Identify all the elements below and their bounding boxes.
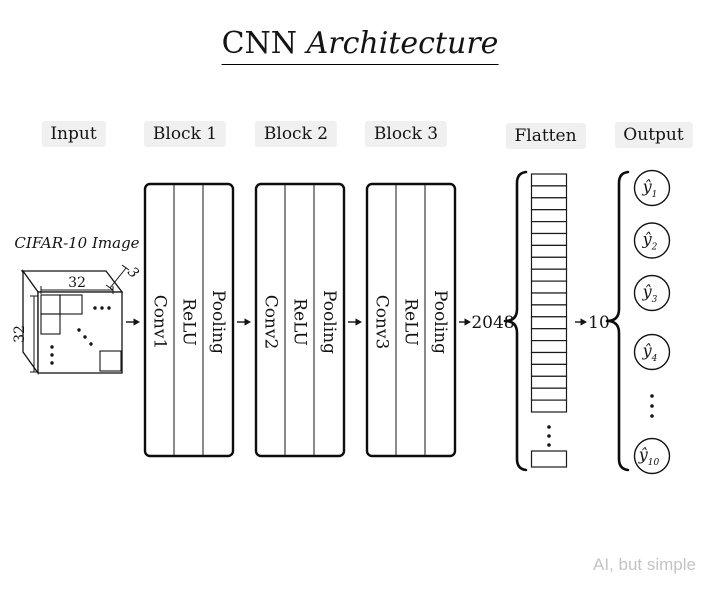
block2-pooling-label: Pooling <box>319 290 339 354</box>
title-word-architecture: Architecture <box>306 26 499 61</box>
output-node <box>633 333 671 371</box>
page-title: CNN Architecture <box>221 26 499 65</box>
flatten-cell <box>530 268 568 282</box>
block-2: Conv2 ReLU Pooling <box>254 182 346 458</box>
cube-depth-dim <box>105 264 130 291</box>
block2-relu-label: ReLU <box>290 298 310 346</box>
output-node <box>633 437 671 475</box>
flatten-cell <box>530 399 568 413</box>
flatten-cell <box>530 351 568 365</box>
input-cube: 32 32 3 <box>12 264 142 376</box>
flatten-ellipsis-icon <box>547 425 551 447</box>
flatten-cell <box>530 387 568 401</box>
block-1: Conv1 ReLU Pooling <box>143 182 235 458</box>
output-node <box>633 169 671 207</box>
cube-width-label: 32 <box>68 275 86 291</box>
block-3: Conv3 ReLU Pooling <box>365 182 457 458</box>
block3-pooling-label: Pooling <box>430 290 450 354</box>
flatten-cell <box>530 304 568 318</box>
output-unit-label: ŷ1 <box>642 177 658 200</box>
header-block-1: Block 1 <box>143 121 227 147</box>
block1-pooling-label: Pooling <box>208 290 228 354</box>
cube-height-label: 32 <box>12 325 28 343</box>
flatten-brace <box>503 170 528 472</box>
flatten-cell <box>530 280 568 294</box>
header-block-3: Block 3 <box>364 121 448 147</box>
title-word-cnn: CNN <box>221 26 298 61</box>
arrow-block3-to-flatten <box>459 318 471 326</box>
flatten-cell <box>530 256 568 270</box>
cube-front-face <box>37 291 123 374</box>
flatten-cell <box>530 340 568 354</box>
cube-height-dim <box>30 295 38 373</box>
output-ellipsis-icon <box>650 394 654 418</box>
output-unit-label: ŷ4 <box>642 341 658 364</box>
flatten-cell <box>530 232 568 246</box>
flatten-cell <box>530 197 568 211</box>
arrow-flatten-to-output <box>575 318 587 326</box>
cube-sketch-dots <box>50 306 111 365</box>
flatten-cell <box>530 363 568 377</box>
block2-conv-label: Conv2 <box>261 295 281 350</box>
flatten-cell <box>530 292 568 306</box>
arrow-block2-to-block3 <box>348 318 362 326</box>
block3-conv-label: Conv3 <box>372 295 392 350</box>
arrow-block1-to-block2 <box>237 318 251 326</box>
flatten-cell <box>530 244 568 258</box>
output-size-label: 10 <box>588 313 610 333</box>
flatten-cell <box>530 185 568 199</box>
header-block-2: Block 2 <box>254 121 338 147</box>
block1-relu-label: ReLU <box>179 298 199 346</box>
header-input: Input <box>41 121 106 147</box>
output-node <box>633 222 671 259</box>
output-units: ŷ1 ŷ2 ŷ3 ŷ4 ŷ10 <box>633 169 671 475</box>
flatten-cells <box>530 173 568 413</box>
header-output: Output <box>614 122 693 148</box>
flatten-cell <box>530 328 568 342</box>
cube-sketch-squares <box>40 294 122 372</box>
arrow-input-to-block1 <box>126 318 140 326</box>
flatten-cell <box>530 209 568 223</box>
flatten-cell <box>530 221 568 235</box>
flow-arrows <box>126 318 587 326</box>
output-unit-label: ŷ10 <box>638 445 660 468</box>
flatten-cell <box>530 173 568 187</box>
cifar-caption: CIFAR-10 Image <box>14 234 140 252</box>
header-flatten: Flatten <box>505 123 586 149</box>
flatten-cell <box>530 375 568 389</box>
output-node <box>633 274 671 312</box>
watermark: AI, but simple <box>593 555 696 574</box>
flatten-size-label: 2048 <box>471 313 514 333</box>
output-unit-label: ŷ2 <box>642 230 658 253</box>
flatten-cell <box>530 316 568 330</box>
output-brace <box>605 170 630 472</box>
output-unit-label: ŷ3 <box>642 282 658 305</box>
cube-depth-label: 3 <box>124 264 142 282</box>
block1-conv-label: Conv1 <box>150 295 170 350</box>
flatten-last-cell <box>530 450 568 468</box>
block3-relu-label: ReLU <box>401 298 421 346</box>
